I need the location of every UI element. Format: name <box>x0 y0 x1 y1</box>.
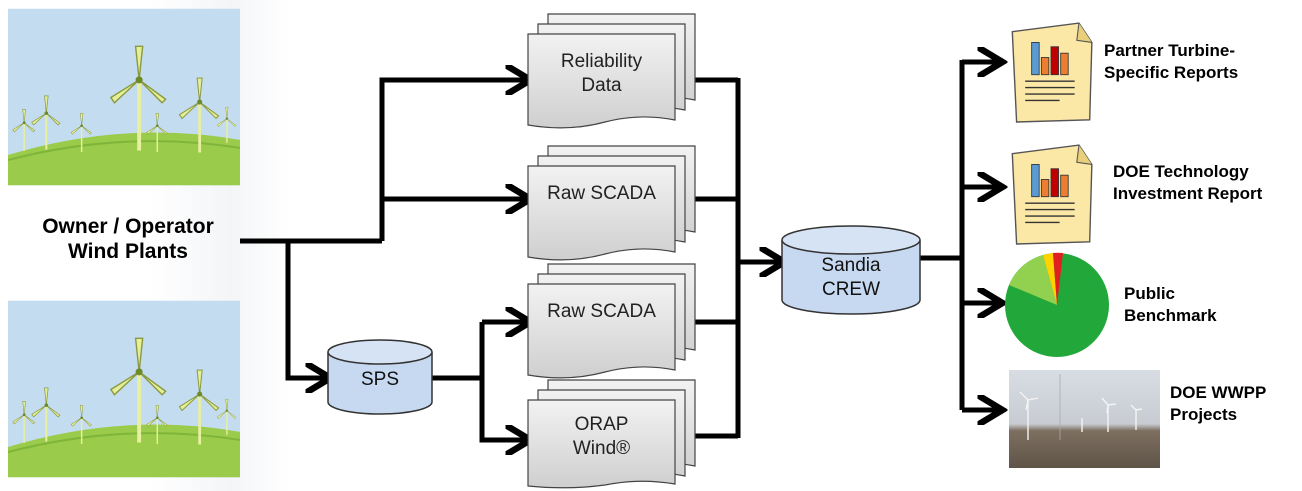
doc-reliability-data <box>527 13 696 129</box>
doc-raw-scada-bottom <box>527 263 696 379</box>
partner-reports-line2: Specific Reports <box>1104 63 1239 83</box>
crew-label-line2: CREW <box>821 278 881 300</box>
sps-label: SPS <box>360 369 400 390</box>
wind-plant-image-bottom <box>8 301 240 478</box>
wwpp-photo <box>1009 370 1160 468</box>
reliability-label: Reliability Data <box>528 50 675 98</box>
raw-scada-top-label: Raw SCADA <box>547 183 656 204</box>
doc-orap-wind <box>527 379 696 489</box>
public-benchmark-label: Public Benchmark <box>1124 283 1274 327</box>
doe-tech-report-label: DOE Technology Investment Report <box>1113 161 1298 205</box>
wind-plant-image-top <box>8 9 240 186</box>
raw-scada-bottom-label: Raw SCADA <box>547 301 656 322</box>
partner-reports-line1: Partner Turbine- <box>1104 41 1235 60</box>
wwpp-line1: DOE WWPP <box>1170 383 1267 402</box>
arrow-to-reliability <box>379 80 528 241</box>
report-icon-partner <box>1011 22 1093 123</box>
partner-reports-label: Partner Turbine- Specific Reports <box>1104 40 1294 84</box>
source-label-line1: Owner / Operator <box>42 215 214 238</box>
crew-label-line1: Sandia <box>821 255 881 276</box>
report-icon-doe-tech <box>1011 144 1093 245</box>
pie-chart-icon <box>1005 252 1109 357</box>
reliability-label-line2: Data <box>581 74 622 96</box>
orap-label: ORAP Wind® <box>528 413 675 461</box>
public-benchmark-line2: Benchmark <box>1124 306 1217 326</box>
doe-tech-report-line2: Investment Report <box>1113 184 1263 204</box>
doe-tech-report-line1: DOE Technology <box>1113 162 1249 181</box>
orap-label-line1: ORAP <box>574 414 629 435</box>
doc-raw-scada-top <box>527 145 696 261</box>
orap-label-line2: Wind® <box>572 437 631 459</box>
source-label-line2: Wind Plants <box>68 240 188 264</box>
crew-label: Sandia CREW <box>782 254 920 302</box>
arrow-to-orap <box>479 322 528 440</box>
public-benchmark-line1: Public <box>1124 284 1176 303</box>
wwpp-line2: Projects <box>1170 405 1238 425</box>
reliability-label-line1: Reliability <box>560 51 643 72</box>
arrow-to-sps <box>285 241 328 378</box>
wwpp-label: DOE WWPP Projects <box>1170 382 1290 426</box>
source-label: Owner / Operator Wind Plants <box>14 214 242 264</box>
db-sps <box>327 339 433 415</box>
db-sandia-crew <box>781 225 921 315</box>
